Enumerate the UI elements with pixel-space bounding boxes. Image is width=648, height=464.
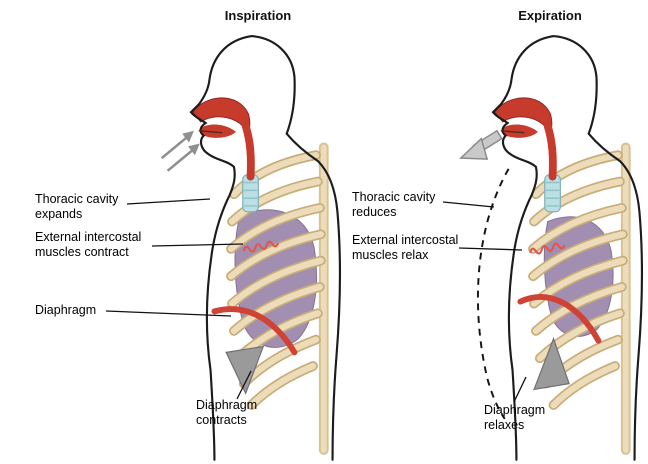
label-diaphragm-relaxes: Diaphragm relaxes: [484, 403, 546, 432]
expiration-figure: [459, 35, 643, 461]
expanded-chest-dashed-outline: [476, 168, 510, 420]
diaphragm-down-arrow-icon: [225, 345, 265, 395]
label-thoracic-cavity-expands: Thoracic cavity expands: [35, 192, 119, 221]
panel-title-inspiration: Inspiration: [224, 8, 292, 23]
diaphragm-up-arrow-icon: [533, 337, 570, 391]
label-intercostal-relax: External intercostal muscles relax: [352, 233, 459, 262]
exhale-air-arrow-icon: [459, 129, 503, 160]
label-diaphragm: Diaphragm: [35, 303, 97, 317]
panel-title-expiration: Expiration: [518, 8, 582, 23]
label-intercostal-contract: External intercostal muscles contract: [35, 230, 142, 259]
inhale-air-arrows-icon: [160, 130, 200, 172]
diaphragm-contracted: [211, 306, 298, 356]
inspiration-figure: [160, 35, 341, 461]
label-thoracic-cavity-reduces: Thoracic cavity reduces: [352, 190, 436, 219]
diaphragm-relaxed: [517, 294, 602, 344]
label-diaphragm-contracts: Diaphragm contracts: [196, 398, 258, 427]
